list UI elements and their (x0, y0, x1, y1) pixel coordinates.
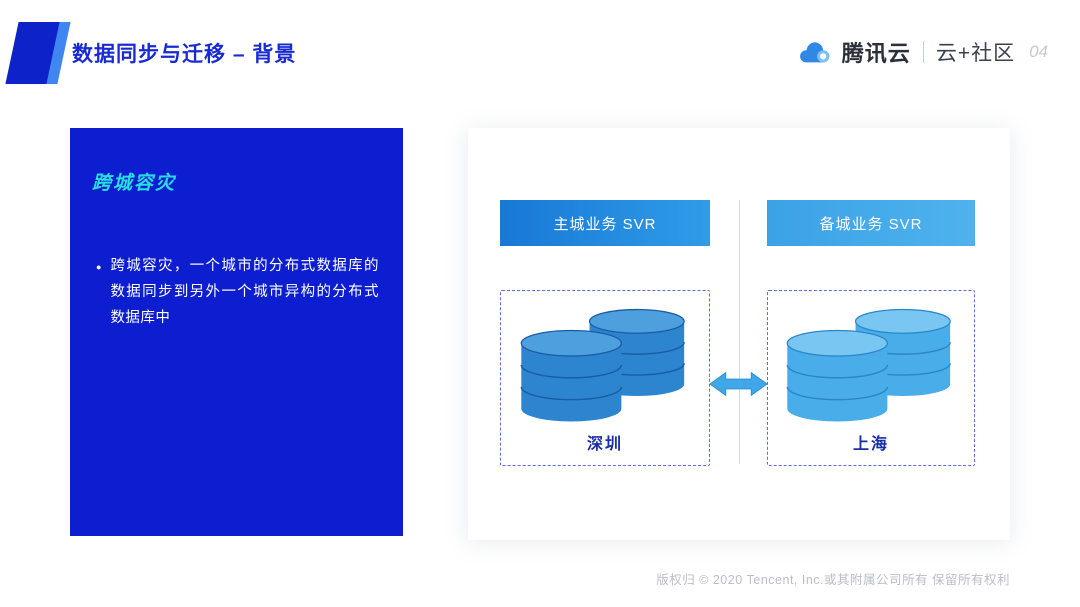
diagram-panel: 主城业务 SVR 备城业务 SVR (468, 128, 1010, 540)
left-city-group-box: 深圳 (500, 290, 710, 466)
tencent-cloud-logo-icon (799, 42, 830, 63)
info-panel: 跨城容灾 ● 跨城容灾，一个城市的分布式数据库的数据同步到另外一个城市异构的分布… (70, 128, 403, 536)
database-cluster-icon (520, 308, 685, 422)
header-accent-shape (5, 22, 71, 84)
bullet-text: 跨城容灾，一个城市的分布式数据库的数据同步到另外一个城市异构的分布式数据库中 (110, 258, 379, 326)
sync-arrow-icon (709, 371, 768, 397)
community-name: 云+社区 (935, 42, 1016, 65)
primary-server-header: 主城业务 SVR (500, 200, 710, 246)
bullet-item: ● 跨城容灾，一个城市的分布式数据库的数据同步到另外一个城市异构的分布式数据库中 (92, 253, 379, 331)
brand-name: 腾讯云 (841, 41, 911, 66)
page-number: 04 (1029, 42, 1048, 61)
left-city-label: 深圳 (586, 436, 623, 453)
page-title: 数据同步与迁移 – 背景 (72, 43, 297, 66)
brand-divider (922, 41, 924, 63)
right-city-group-box: 上海 (767, 290, 975, 466)
brand-block: 腾讯云 云+社区 04 (794, 36, 1048, 68)
right-city-label: 上海 (852, 436, 889, 453)
database-cluster-icon (786, 308, 951, 422)
bullet-dot-icon: ● (96, 262, 102, 272)
panel-heading: 跨城容灾 (92, 173, 177, 194)
backup-server-header: 备城业务 SVR (767, 200, 975, 246)
vertical-divider (739, 200, 740, 464)
copyright-text: 版权归 © 2020 Tencent, Inc.或其附属公司所有 保留所有权利 (656, 573, 1010, 587)
